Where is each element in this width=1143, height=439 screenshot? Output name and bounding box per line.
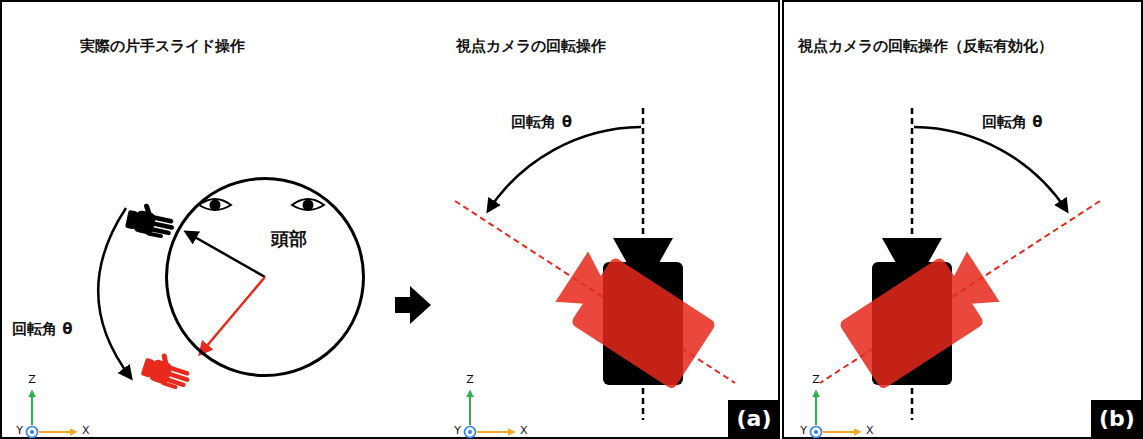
panel-tag: (a) bbox=[728, 400, 780, 439]
hand-icon bbox=[140, 348, 195, 393]
hand-vector bbox=[186, 232, 265, 277]
axis-label: Y bbox=[454, 424, 461, 437]
panel-tag-label: (b) bbox=[1099, 407, 1135, 431]
panel-tag-label: (a) bbox=[737, 407, 772, 431]
panel-frame bbox=[1, 1, 779, 438]
rotation-arc bbox=[98, 208, 131, 378]
rotation-arc bbox=[914, 127, 1067, 211]
axis-label: Z bbox=[812, 373, 820, 386]
panel-title: 実際の片手スライド操作 bbox=[80, 37, 245, 55]
axis-gizmo bbox=[465, 391, 515, 438]
axis-label: X bbox=[866, 424, 874, 437]
axis-label: Z bbox=[28, 373, 36, 386]
axis-gizmo bbox=[27, 391, 77, 438]
hand-vector bbox=[200, 277, 265, 354]
axis-label: Y bbox=[800, 424, 807, 437]
head-circle: 頭部 bbox=[165, 177, 365, 377]
flow-arrow bbox=[395, 286, 431, 324]
axis-label: X bbox=[82, 424, 90, 437]
rotation-arc bbox=[488, 127, 641, 211]
panel-frame bbox=[783, 1, 1142, 438]
axis-label: X bbox=[520, 424, 528, 437]
rotated-camera-icon bbox=[838, 243, 1005, 390]
angle-label: 回転角 θ bbox=[511, 113, 572, 131]
node-label: 頭部 bbox=[271, 228, 307, 250]
eye bbox=[292, 199, 324, 211]
axis-label: Y bbox=[16, 424, 23, 437]
eye bbox=[199, 199, 231, 211]
panel-tag: (b) bbox=[1091, 400, 1143, 439]
angle-label: 回転角 θ bbox=[12, 320, 73, 338]
rotated-camera-icon bbox=[550, 243, 717, 390]
angle-label: 回転角 θ bbox=[982, 113, 1043, 131]
panel-title: 視点カメラの回転操作（反転有効化） bbox=[798, 37, 1053, 55]
axis-label: Z bbox=[466, 373, 474, 386]
axis-gizmo bbox=[811, 391, 861, 438]
panel-title: 視点カメラの回転操作 bbox=[456, 37, 606, 55]
hand-icon bbox=[124, 199, 178, 240]
